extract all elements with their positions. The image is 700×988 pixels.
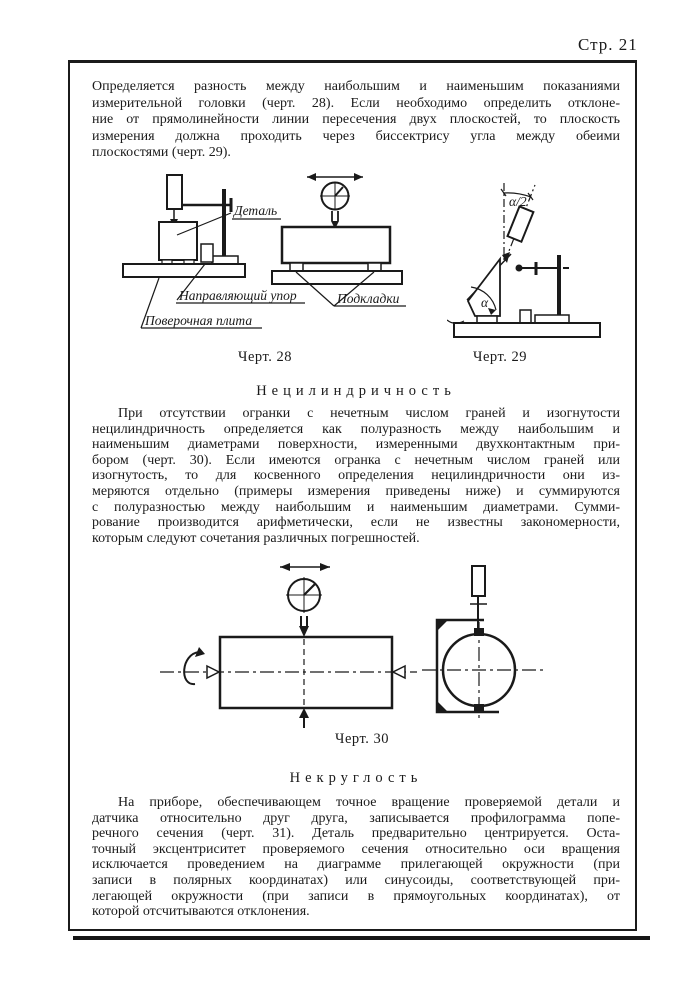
text-line: наименьшим диаметрами поверхности, измер… bbox=[92, 437, 620, 453]
paragraph-noncylindricity: При отсутствии огранки с нечетным числом… bbox=[92, 406, 620, 546]
bottom-rule bbox=[73, 936, 650, 940]
text-line: изогнутость, то для косвенного определен… bbox=[92, 468, 620, 484]
text-line: ние от прямолинейности линии пересечения… bbox=[92, 112, 620, 127]
section-heading-outofroundness: Некруглость bbox=[289, 770, 423, 786]
figure-30-drawing bbox=[160, 563, 544, 728]
dial-gauge-on-block-icon bbox=[271, 173, 403, 285]
angle-construction-lines: α/2 bbox=[500, 183, 536, 262]
text-line: меряются отдельно (примеры измерения при… bbox=[92, 483, 620, 499]
text-line: Определяется разность между наибольшим и… bbox=[92, 79, 620, 94]
tilted-indicator-icon bbox=[502, 205, 569, 323]
figure-28-callouts: Деталь Направляющий упор Подкладки Повер… bbox=[140, 203, 406, 329]
label-half-angle: α/2 bbox=[509, 194, 527, 209]
figure-29-drawing: α/2 α bbox=[447, 183, 601, 338]
figure-28-caption: Черт. 28 bbox=[238, 349, 292, 365]
label-pads: Подкладки bbox=[336, 291, 400, 306]
paragraph-flatness: Определяется разность между наибольшим и… bbox=[92, 79, 620, 162]
text-line: нецилиндричность определяется как полура… bbox=[92, 421, 620, 437]
label-guide-stop: Направляющий упор bbox=[178, 288, 297, 303]
section-heading-noncylindricity: Нецилиндричность bbox=[256, 383, 456, 399]
text-line: плоскостями (черт. 29). bbox=[92, 145, 231, 160]
text-line: исключается проведением на диаграмме при… bbox=[92, 857, 620, 873]
text-line: бором (черт. 30). Если имеются огранка с… bbox=[92, 452, 620, 468]
text-line: При отсутствии огранки с нечетным числом… bbox=[118, 406, 620, 421]
label-detail: Деталь bbox=[232, 203, 277, 218]
text-line: которым следуют сочетания различных погр… bbox=[92, 530, 420, 546]
text-line: с полуразностью между наибольшим и наиме… bbox=[92, 499, 620, 515]
text-line: На приборе, обеспечивающем точное вращен… bbox=[118, 795, 620, 810]
paragraph-outofroundness: На приборе, обеспечивающем точное вращен… bbox=[92, 795, 620, 920]
text-line: которой отсчитываются отклонения. bbox=[92, 904, 310, 920]
text-line: рование производится арифметически, если… bbox=[92, 515, 620, 531]
text-line: точный эксцентриситет проверяемого сечен… bbox=[92, 841, 620, 857]
indicator-stand-icon bbox=[122, 174, 246, 278]
text-line: измерительной головки (черт. 28). Если н… bbox=[92, 95, 620, 111]
text-line: легающей окружности (при записи в прямоу… bbox=[92, 888, 620, 904]
page-number: Стр. 21 bbox=[578, 35, 638, 54]
content-border-box: Определяется разность между наибольшим и… bbox=[68, 60, 637, 931]
text-line: речного сечения (черт. 31). Деталь предв… bbox=[92, 826, 620, 842]
cylinder-side-view-icon bbox=[160, 563, 417, 728]
figure-29-caption: Черт. 29 bbox=[473, 349, 527, 365]
label-surface-plate: Поверочная плита bbox=[144, 313, 252, 328]
figure-30-caption: Черт. 30 bbox=[335, 731, 389, 747]
snap-gauge-end-view-icon bbox=[422, 565, 544, 718]
text-line: измерения должна проходить через биссект… bbox=[92, 128, 620, 144]
text-line: записи в полярных координатах) или синус… bbox=[92, 872, 620, 888]
label-angle: α bbox=[481, 295, 489, 310]
figure-28-drawing: Деталь Направляющий упор Подкладки Повер… bbox=[122, 173, 406, 329]
wedge-part-icon: α bbox=[447, 253, 601, 338]
text-line: датчика относительно друг друга, записыв… bbox=[92, 810, 620, 826]
